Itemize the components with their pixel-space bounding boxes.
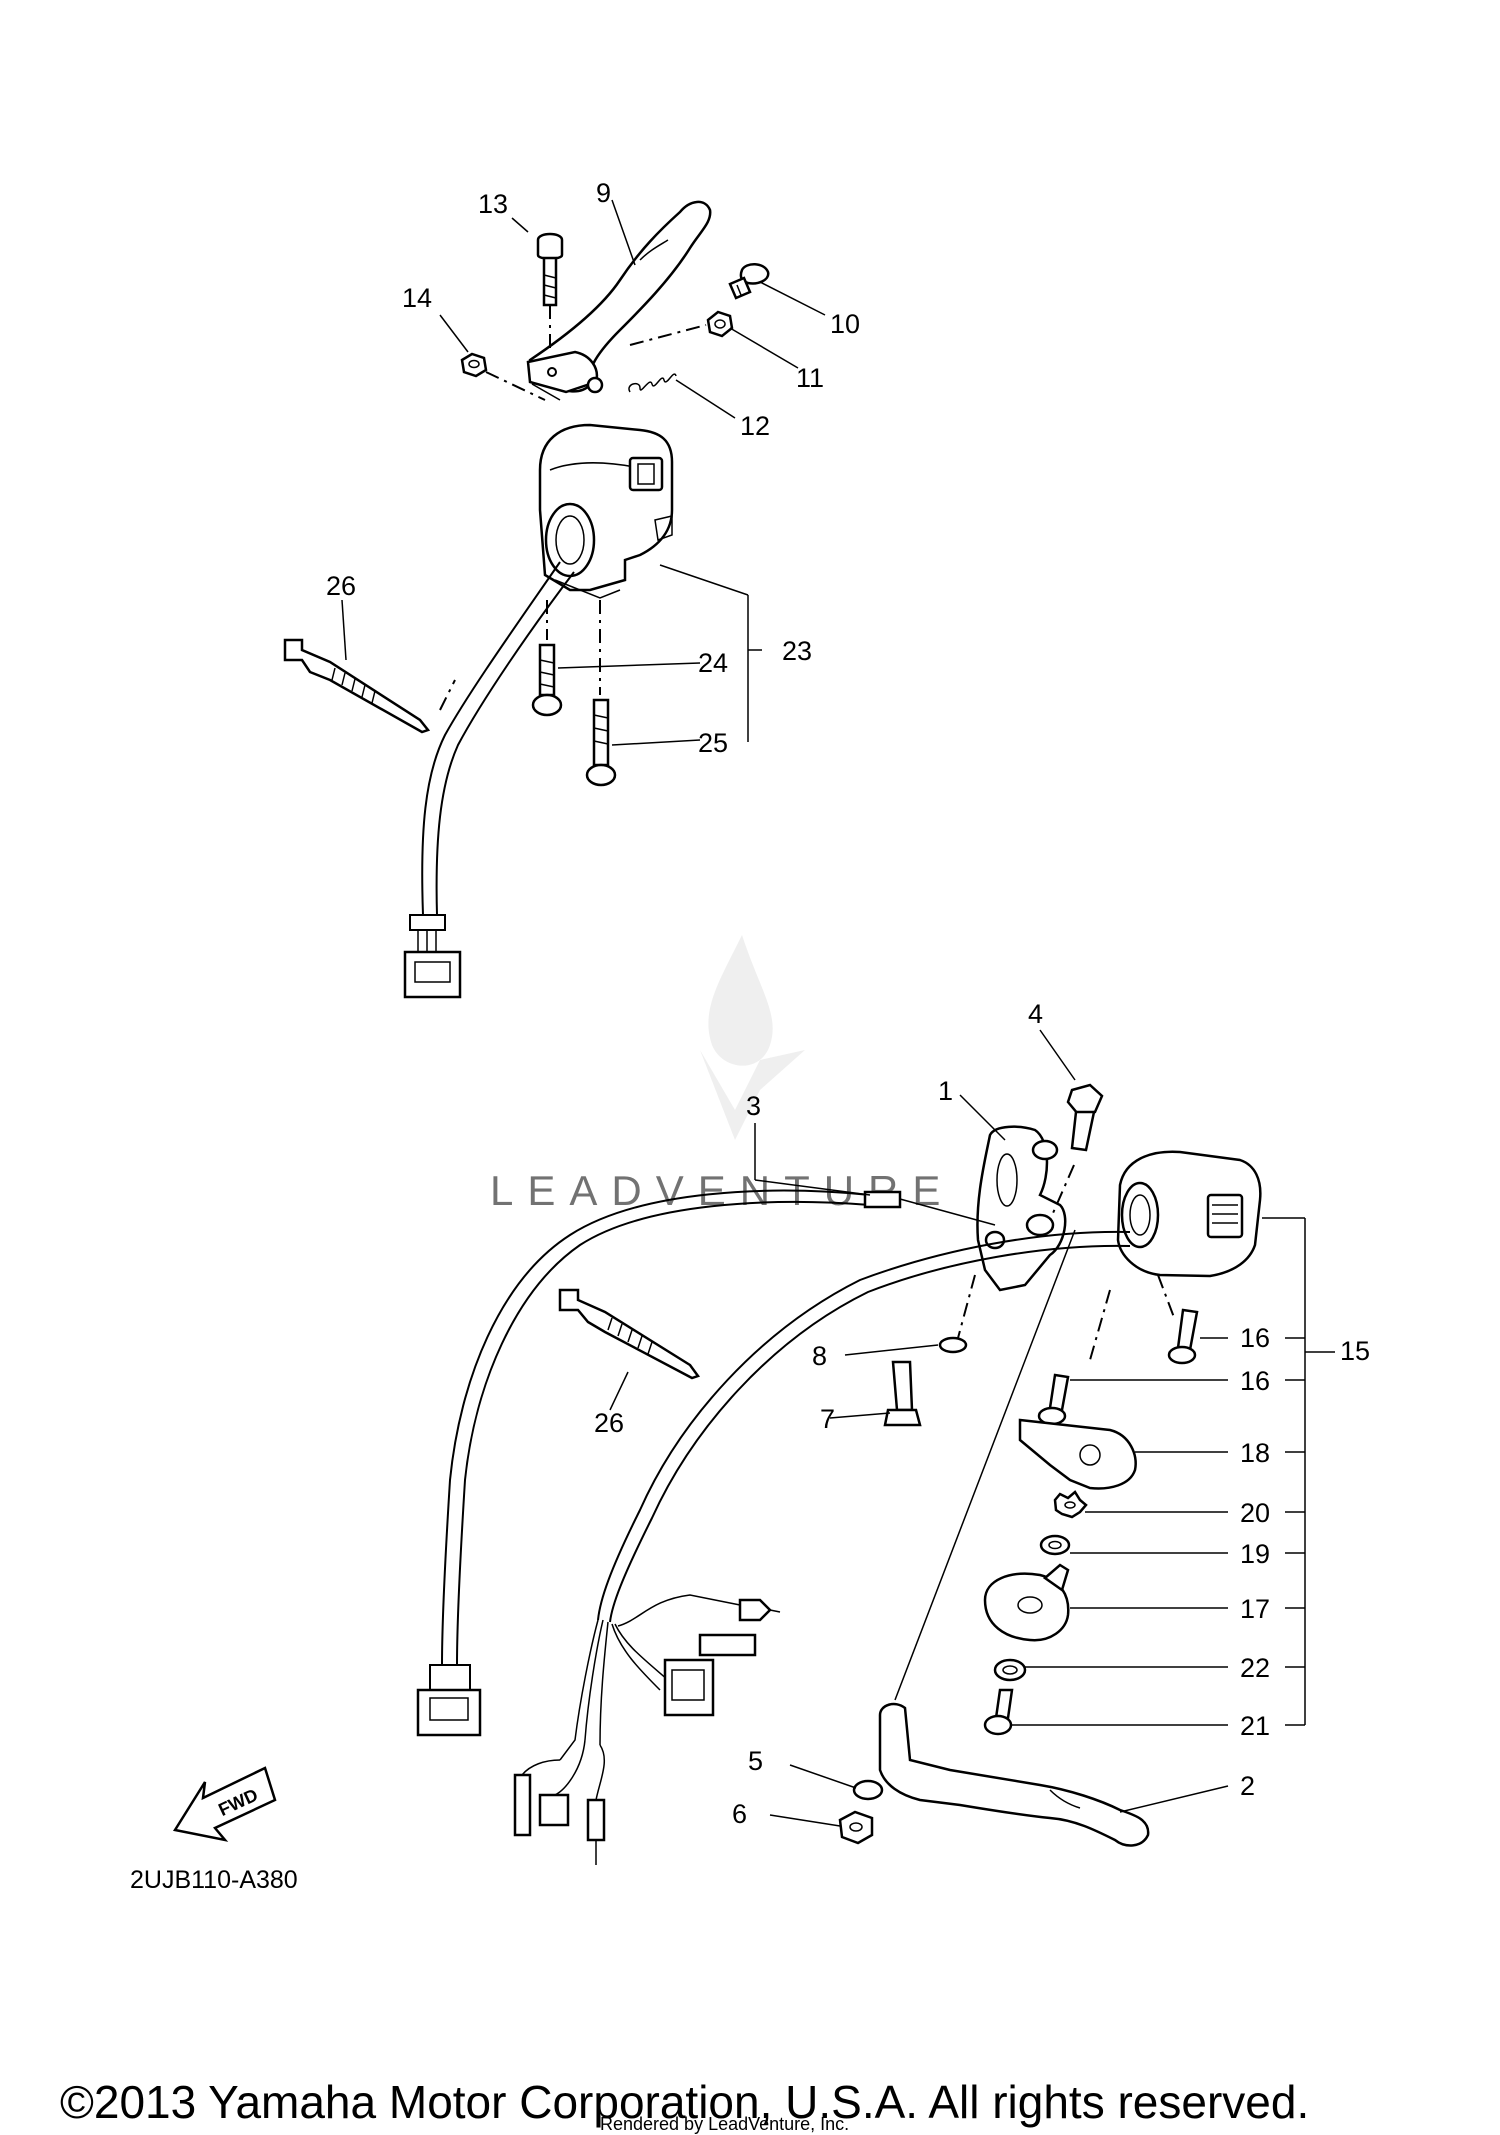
callout-11: 11 xyxy=(796,363,824,393)
part-2-lever xyxy=(878,1229,1150,1847)
callout-1: 1 xyxy=(938,1076,953,1106)
callout-12: 12 xyxy=(740,411,770,441)
part-15-right-switch xyxy=(1116,1150,1262,1278)
part-1-lever-holder xyxy=(976,1125,1067,1292)
rendered-by-credit: Rendered by LeadVenture, Inc. xyxy=(600,2114,849,2134)
callout-9: 9 xyxy=(596,178,611,208)
part-14-nut xyxy=(460,352,546,401)
callout-4: 4 xyxy=(1028,999,1043,1029)
part-18-cover xyxy=(1018,1418,1137,1490)
upper-lever-bracket xyxy=(526,350,604,401)
callout-26-lower: 26 xyxy=(594,1408,624,1438)
part-5-o-ring xyxy=(852,1779,884,1801)
part-6-nut xyxy=(838,1810,874,1845)
part-13-bolt xyxy=(536,232,564,352)
callout-22: 22 xyxy=(1240,1653,1270,1683)
part-4-bolt xyxy=(1049,1083,1104,1221)
callout-17: 17 xyxy=(1240,1594,1270,1624)
part-24-screw xyxy=(531,600,563,717)
callout-19: 19 xyxy=(1240,1539,1270,1569)
part-11-nut xyxy=(629,310,734,346)
throttle-coupler xyxy=(416,1688,482,1737)
part-20-lock-washer xyxy=(1053,1490,1088,1519)
part-10-screw xyxy=(728,263,770,300)
callout-15: 15 xyxy=(1340,1336,1370,1366)
part-8-washer xyxy=(938,1274,976,1354)
part-9-lever xyxy=(528,200,712,393)
callout-labels: 13 9 10 14 11 12 26 23 24 25 4 1 3 15 16… xyxy=(326,178,1370,1829)
right-switch-harness xyxy=(559,1230,1131,1761)
part-26-cable-tie-upper xyxy=(283,638,431,734)
upper-coupler xyxy=(403,950,462,999)
part-22-washer xyxy=(993,1658,1027,1682)
upper-switch-cable xyxy=(409,561,575,952)
copyright-notice: ©2013 Yamaha Motor Corporation, U.S.A. A… xyxy=(60,2076,1309,2128)
callout-6: 6 xyxy=(732,1799,747,1829)
part-12-spring xyxy=(628,373,677,393)
callout-10: 10 xyxy=(830,309,860,339)
callout-5: 5 xyxy=(748,1746,763,1776)
callout-13: 13 xyxy=(478,189,508,219)
diagram-code: 2UJB110-A380 xyxy=(130,1866,298,1894)
callout-3: 3 xyxy=(746,1091,761,1121)
part-7-bolt xyxy=(883,1360,922,1427)
part-16-screw-b xyxy=(1037,1289,1111,1426)
callout-16-a: 16 xyxy=(1240,1323,1270,1353)
part-26-cable-tie-lower xyxy=(558,1288,701,1380)
callout-18: 18 xyxy=(1240,1438,1270,1468)
fwd-arrow-icon: FWD xyxy=(172,1766,277,1842)
callout-7: 7 xyxy=(820,1404,835,1434)
part-25-screw xyxy=(585,600,617,787)
callout-21: 21 xyxy=(1240,1711,1270,1741)
upper-leader-lines xyxy=(341,199,826,746)
lower-leader-lines xyxy=(609,1029,1335,1827)
callout-14: 14 xyxy=(402,283,432,313)
leadventure-watermark: LEADVENTURE xyxy=(490,935,940,1214)
part-21-screw xyxy=(983,1688,1014,1736)
callout-23: 23 xyxy=(782,636,812,666)
part-23-left-switch xyxy=(538,423,674,599)
part-16-screw-a xyxy=(1157,1274,1199,1365)
part-3-throttle-cable xyxy=(429,1189,996,1691)
callout-26-upper: 26 xyxy=(326,571,356,601)
part-17-knob xyxy=(983,1563,1070,1642)
callout-16-b: 16 xyxy=(1240,1366,1270,1396)
callout-25: 25 xyxy=(698,728,728,758)
callout-20: 20 xyxy=(1240,1498,1270,1528)
callout-8: 8 xyxy=(812,1341,827,1371)
right-harness-connectors xyxy=(513,1598,781,1865)
callout-24: 24 xyxy=(698,648,728,678)
callout-2: 2 xyxy=(1240,1771,1255,1801)
part-19-washer xyxy=(1039,1534,1071,1556)
